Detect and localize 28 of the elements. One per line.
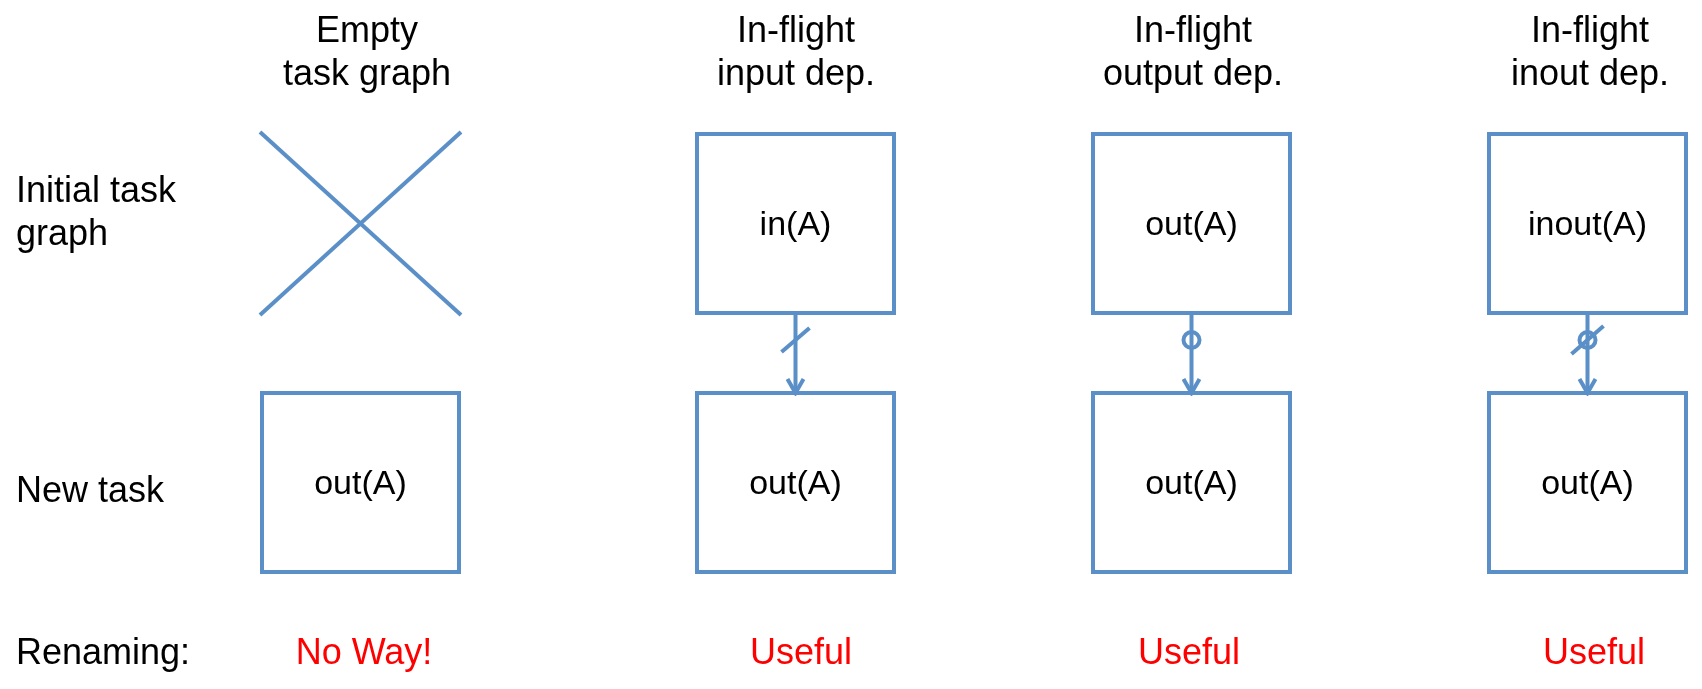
task-label: out(A) — [749, 463, 842, 502]
row-heading: Renaming: — [16, 630, 192, 674]
task-box — [1487, 391, 1688, 574]
column-heading: In-flight inout dep. — [1509, 8, 1671, 95]
row-heading: New task — [16, 468, 166, 512]
task-box — [1091, 391, 1292, 574]
dependency-arrow — [1181, 313, 1202, 396]
dependency-arrow — [1570, 313, 1605, 396]
verdict-text: Useful — [1541, 630, 1646, 674]
task-box — [1487, 132, 1688, 315]
task-label: out(A) — [1145, 463, 1238, 502]
verdict-text: Useful — [748, 630, 853, 674]
column-heading: Empty task graph — [281, 8, 453, 95]
column-heading: In-flight output dep. — [1101, 8, 1285, 95]
task-label: in(A) — [759, 204, 832, 243]
dependency-arrow — [780, 313, 811, 396]
task-box — [695, 391, 896, 574]
task-label: out(A) — [1541, 463, 1634, 502]
task-label: out(A) — [1145, 204, 1238, 243]
task-box — [260, 391, 461, 574]
task-box — [1091, 132, 1292, 315]
verdict-text: No Way! — [294, 630, 434, 674]
task-label: out(A) — [314, 463, 407, 502]
task-box — [695, 132, 896, 315]
row-heading: Initial task graph — [16, 168, 178, 255]
verdict-text: Useful — [1136, 630, 1241, 674]
task-label: inout(A) — [1527, 204, 1648, 243]
column-heading: In-flight input dep. — [715, 8, 877, 95]
